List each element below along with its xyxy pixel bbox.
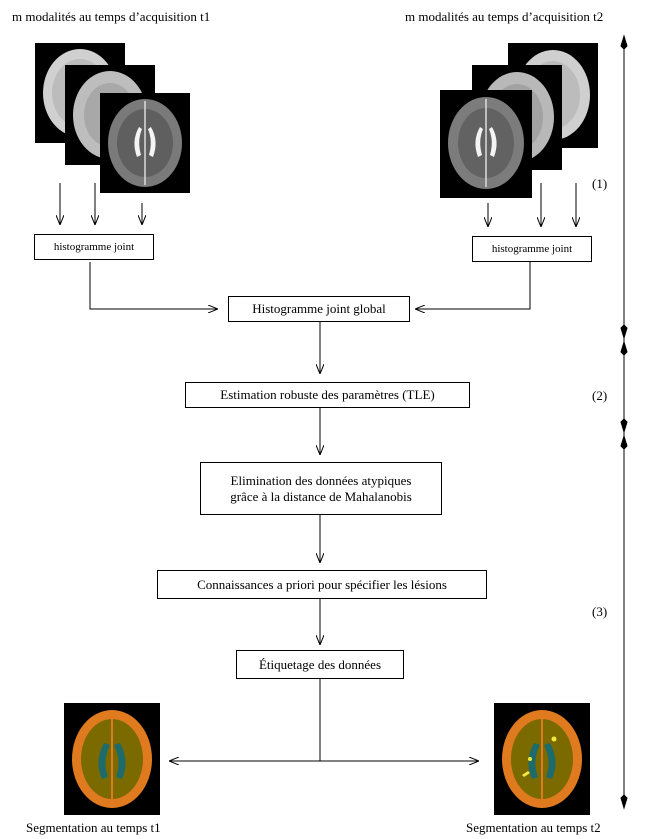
prior-knowledge-box: Connaissances a priori pour spécifier le… (157, 570, 487, 599)
tle-estimation-label: Estimation robuste des paramètres (TLE) (220, 387, 435, 402)
tle-estimation-box: Estimation robuste des paramètres (TLE) (185, 382, 470, 408)
joint-histogram-t1-box: histogramme joint (34, 234, 154, 260)
global-histogram-label: Histogramme joint global (252, 301, 386, 316)
outlier-elimination-line1: Elimination des données atypiques (230, 472, 412, 488)
mri-stack-t2 (440, 43, 598, 198)
segmentation-t1-image (64, 703, 160, 815)
header-t2: m modalités au temps d’acquisition t2 (405, 9, 604, 24)
outlier-elimination-line2: grâce à la distance de Mahalanobis (230, 488, 412, 504)
stage-1-label: (1) (592, 176, 608, 191)
joint-histogram-t2-label: histogramme joint (491, 243, 573, 255)
global-histogram-box: Histogramme joint global (228, 296, 410, 322)
header-t1: m modalités au temps d’acquisition t1 (12, 9, 211, 24)
labeling-box: Étiquetage des données (236, 650, 404, 679)
outlier-elimination-box: Elimination des données atypiques grâce … (200, 462, 442, 515)
joint-histogram-t1-label: histogramme joint (53, 241, 135, 253)
joint-histogram-t2-box: histogramme joint (472, 236, 592, 262)
prior-knowledge-label: Connaissances a priori pour spécifier le… (197, 576, 447, 592)
stage-3-label: (3) (592, 604, 608, 619)
segmentation-t2-caption: Segmentation au temps t2 (466, 820, 601, 835)
mri-stack-t1 (35, 43, 190, 193)
segmentation-t1-caption: Segmentation au temps t1 (26, 820, 161, 835)
labeling-label: Étiquetage des données (258, 656, 381, 672)
segmentation-t2-image (494, 703, 590, 815)
stage-2-label: (2) (592, 388, 608, 403)
